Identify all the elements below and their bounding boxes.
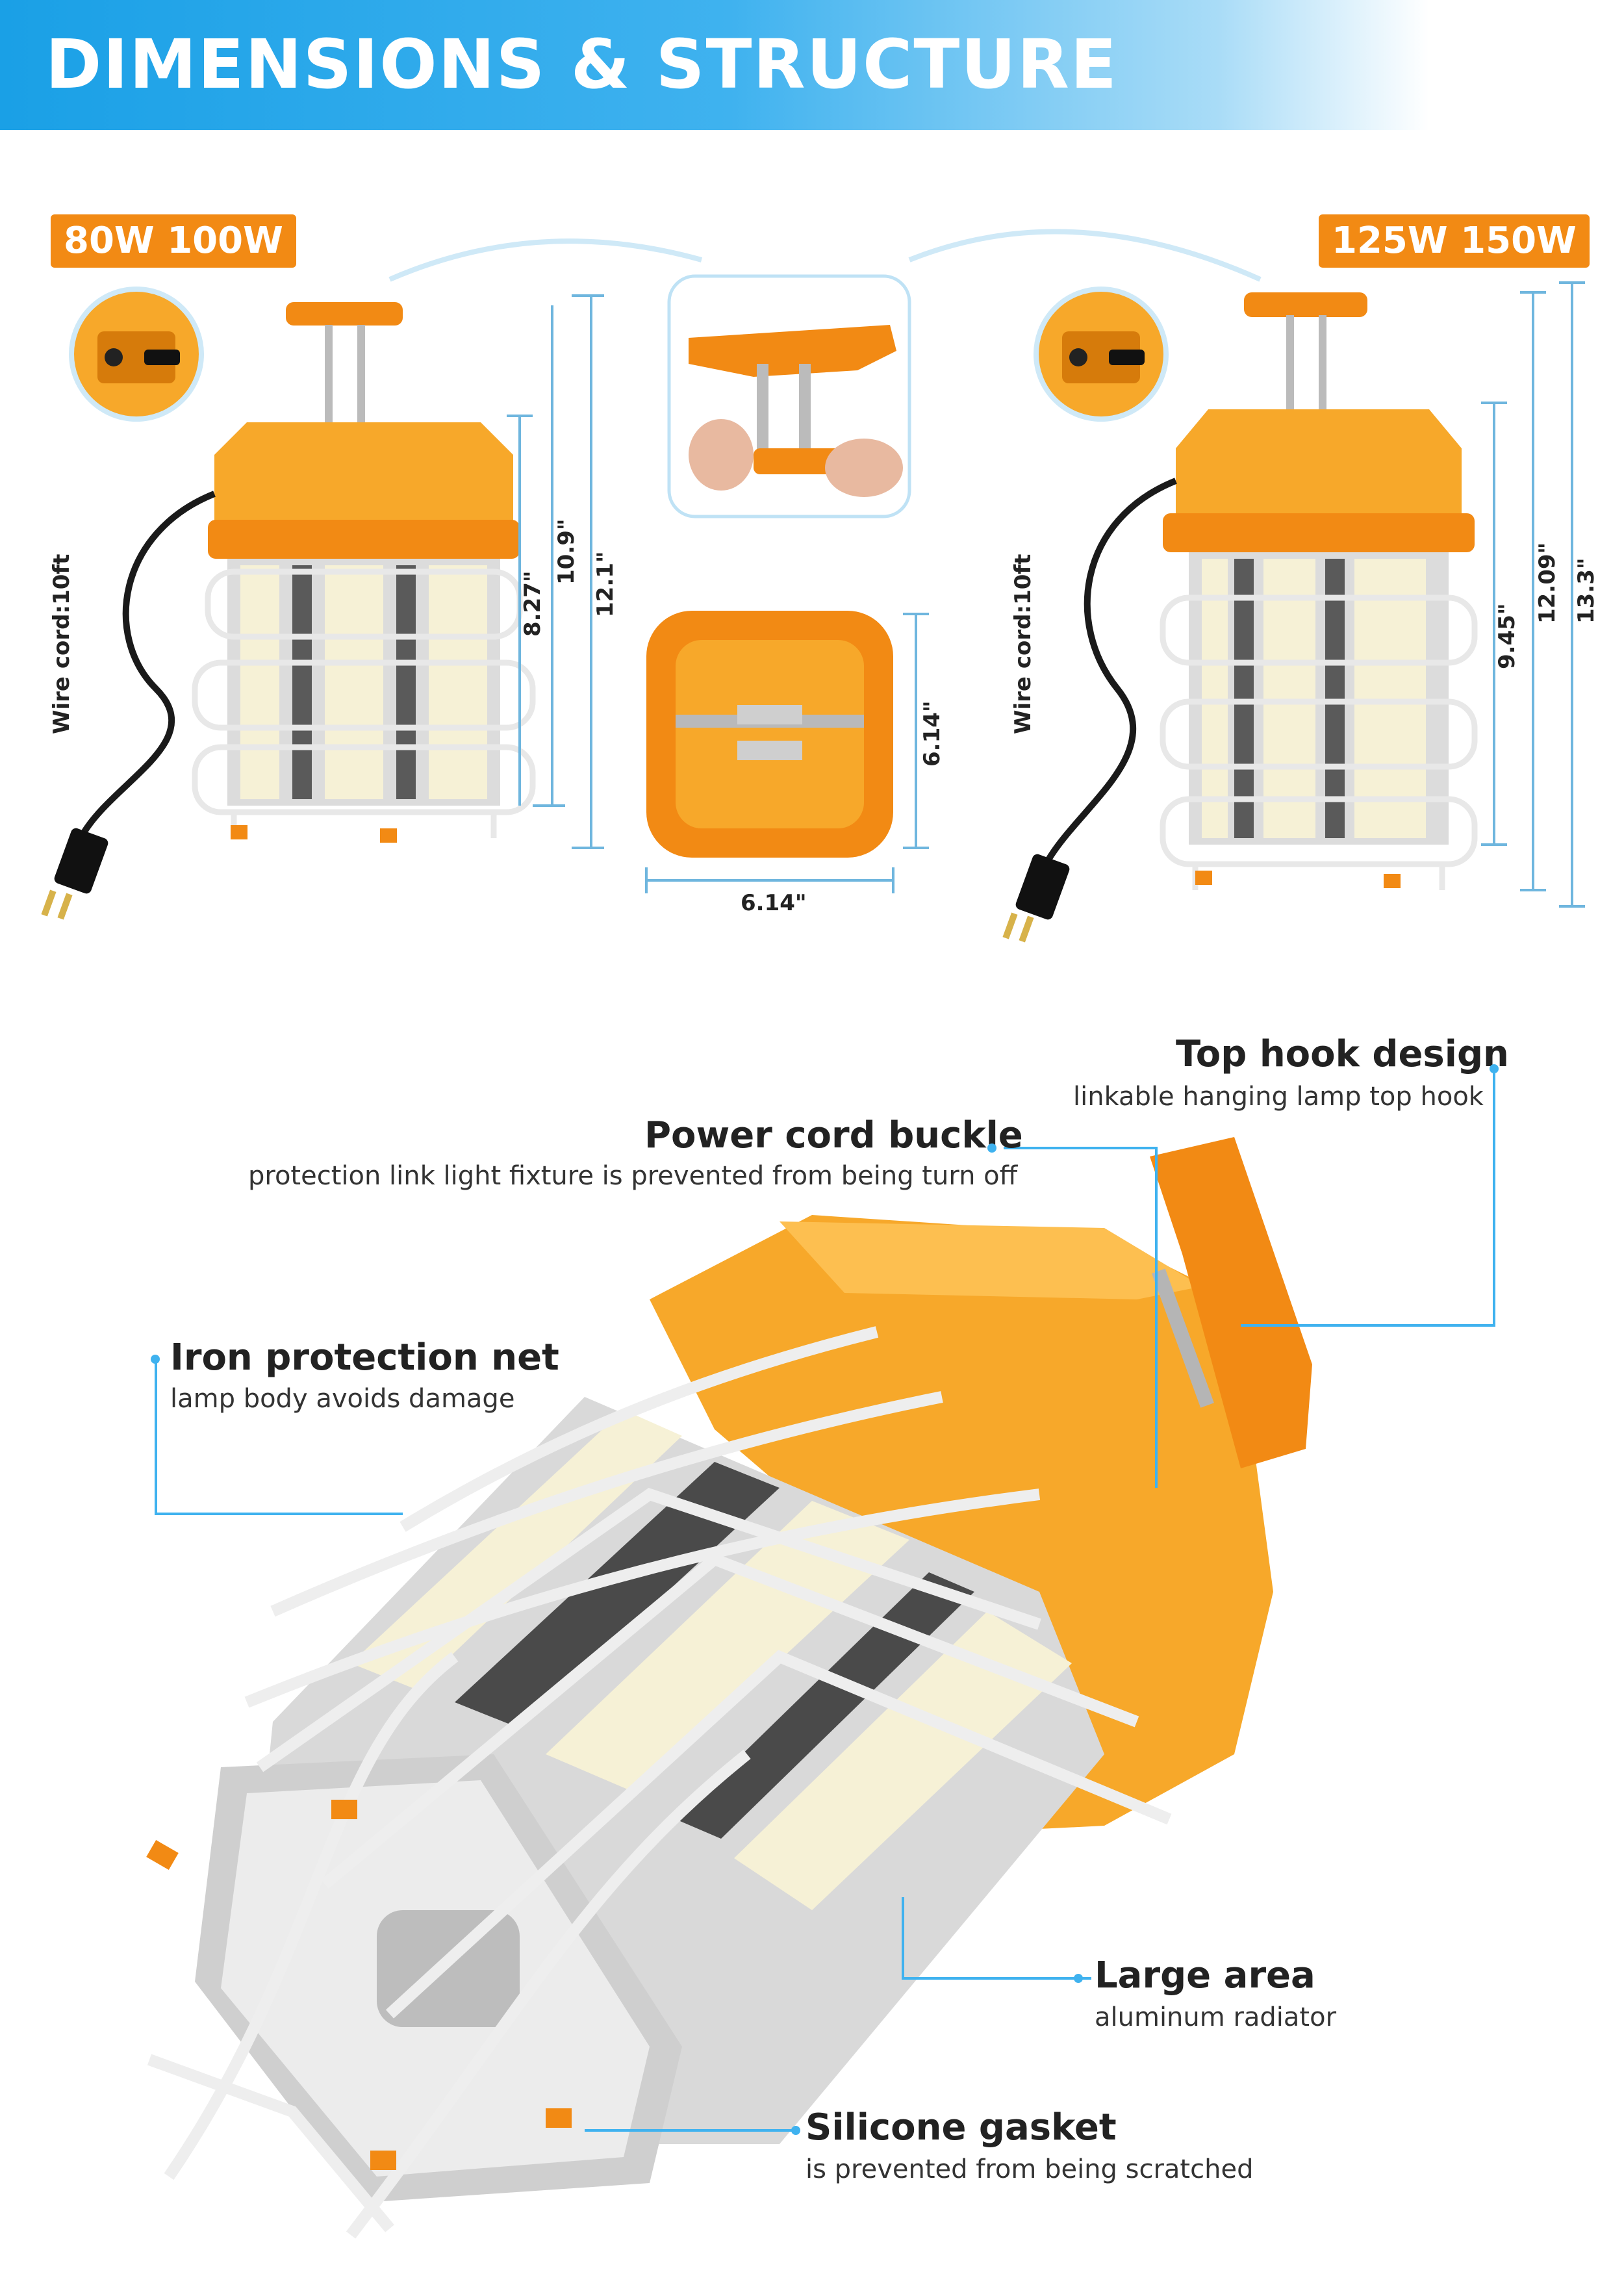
feature-gasket-subtitle: is prevented from being scratched xyxy=(806,2154,1254,2184)
callout-dot-top-hook xyxy=(1490,1064,1499,1073)
right-height-3: 13.3" xyxy=(1573,557,1599,624)
callout-lines xyxy=(155,1073,1495,2132)
wattage-badge-left: 80W 100W xyxy=(51,214,296,268)
callout-dot-iron-net xyxy=(151,1355,160,1364)
top-view-image xyxy=(645,611,929,893)
wattage-badge-right: 125W 150W xyxy=(1319,214,1590,268)
right-height-1: 9.45" xyxy=(1494,603,1520,669)
callout-dot-gasket xyxy=(791,2126,800,2135)
feature-large-area-title: Large area xyxy=(1095,1954,1315,1997)
left-height-1: 8.27" xyxy=(520,570,546,637)
callout-dot-large-area xyxy=(1074,1974,1083,1983)
feature-iron-net-subtitle: lamp body avoids damage xyxy=(170,1384,515,1414)
right-cord-label: Wire cord:10ft xyxy=(1010,554,1036,734)
right-lamp-image xyxy=(1002,281,1585,943)
feature-power-cord-subtitle: protection link light fixture is prevent… xyxy=(248,1161,1018,1191)
left-lamp-image xyxy=(41,287,604,920)
large-lamp-image xyxy=(146,1137,1312,2239)
left-height-2: 10.9" xyxy=(553,518,579,585)
top-view-side-dim: 6.14" xyxy=(919,700,945,767)
left-height-3: 12.1" xyxy=(592,551,618,617)
left-cord-label: Wire cord:10ft xyxy=(49,554,75,734)
feature-gasket-title: Silicone gasket xyxy=(806,2106,1117,2149)
header-banner: DIMENSIONS & STRUCTURE xyxy=(0,0,1624,130)
feature-top-hook-title: Top hook design xyxy=(1176,1033,1509,1075)
right-height-2: 12.09" xyxy=(1534,542,1560,624)
page-title: DIMENSIONS & STRUCTURE xyxy=(45,25,1118,104)
feature-power-cord-title: Power cord buckle xyxy=(644,1114,1023,1156)
feature-iron-net-title: Iron protection net xyxy=(170,1336,559,1379)
hook-detail-image xyxy=(667,274,911,518)
callout-dot-power-cord xyxy=(987,1143,996,1153)
top-view-bottom-dim: 6.14" xyxy=(741,890,807,916)
feature-top-hook-subtitle: linkable hanging lamp top hook xyxy=(1073,1082,1484,1112)
feature-large-area-subtitle: aluminum radiator xyxy=(1095,2002,1337,2032)
